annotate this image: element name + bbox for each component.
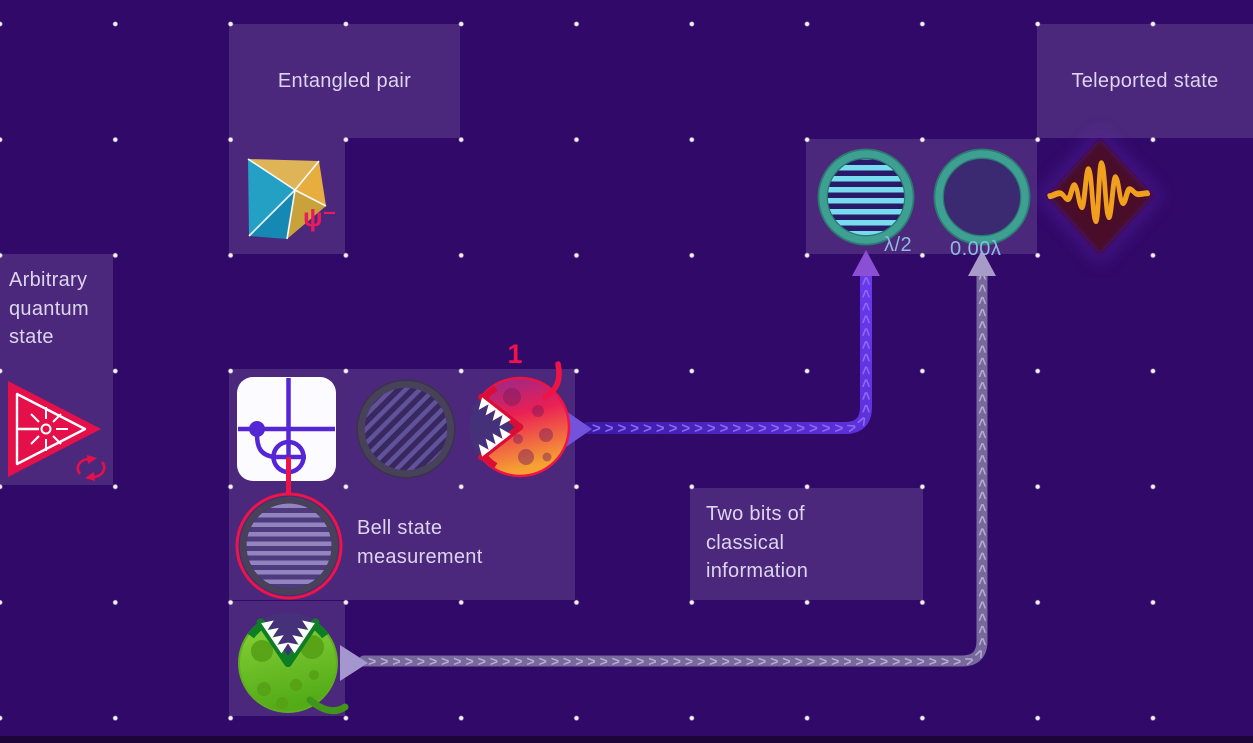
bottom-bar: [0, 736, 1253, 743]
laser-source[interactable]: [8, 381, 106, 481]
bell-measurement-label: Bell state measurement: [357, 517, 483, 568]
red-flytrap-detector[interactable]: [469, 361, 571, 478]
half-wave-plate-value: λ/2: [884, 234, 913, 256]
red-detector-count: 1: [507, 339, 523, 369]
gray-beam-path: >>>>>>>>>>>>>>>>>>>>>>>>>>>>>>>>>>>>>>>>…: [358, 250, 996, 669]
teleported-wavepacket: [1038, 128, 1163, 265]
zero-wave-plate[interactable]: [933, 148, 1031, 246]
entangled-pair-label: Entangled pair: [277, 69, 412, 92]
horizontal-polarizer[interactable]: [235, 492, 343, 600]
svg-text:>>>>>>>>>>>>>>>>>>>>>>>>>>>>>>: >>>>>>>>>>>>>>>>>>>>>>>>>>>>>>>>>>>>>>>>…: [368, 268, 990, 669]
half-wave-plate[interactable]: [817, 148, 915, 246]
purple-beam-arrowhead: [852, 250, 880, 276]
teleported-state-label: Teleported state: [1071, 69, 1219, 92]
green-flytrap-detector[interactable]: [238, 612, 349, 715]
cnot-gate[interactable]: [237, 377, 336, 494]
rotate-icon[interactable]: [76, 455, 106, 481]
green-detector-output-arrow: [340, 645, 368, 681]
psi-minus-state-label: ψ⁻: [303, 202, 337, 232]
arbitrary-state-label: Arbitrary quantum state: [9, 269, 89, 348]
zero-wave-plate-value: 0.00λ: [950, 238, 1002, 260]
diagonal-polarizer[interactable]: [356, 379, 456, 479]
two-bits-label: Two bits of classical information: [706, 503, 809, 582]
